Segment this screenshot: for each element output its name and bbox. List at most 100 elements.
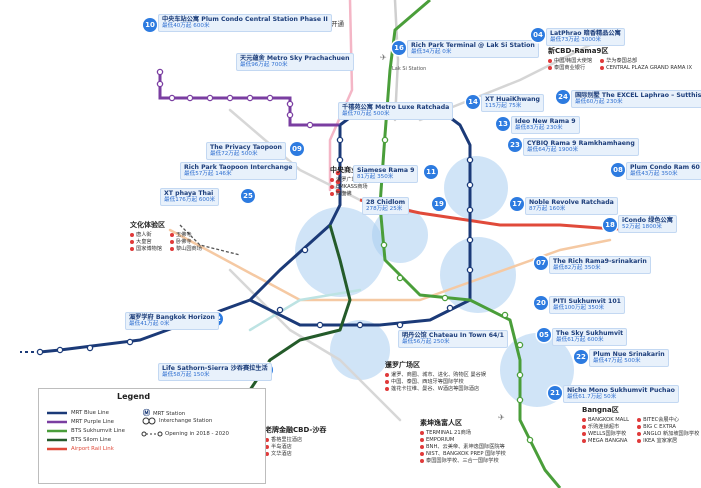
bts-silom-line — [248, 224, 352, 420]
pin-badge-21[interactable]: 21 — [548, 386, 562, 400]
zone-item: 莲花卡拉维、曼谷、W酒店等国际酒店 — [385, 386, 486, 393]
pin-title: Rich Park Terminal @ Lak Si Station — [411, 42, 535, 49]
pin-title: CYBIQ Rama 9 Ramkhamhaeng — [527, 140, 635, 147]
zone-title: 中央商业区 — [330, 166, 365, 174]
pin-badge-13[interactable]: 13 — [496, 117, 510, 131]
zone-item: 玉佛寺 — [170, 232, 202, 239]
airplane-icon: ✈ — [498, 413, 505, 422]
pin-title: XT HuaiKhwang — [485, 96, 540, 103]
station-marker — [466, 181, 474, 189]
station-marker — [516, 396, 524, 404]
zone-item: 大皇宫 — [130, 239, 162, 246]
bts-sukhumvit-line — [378, 0, 562, 488]
pin-badge-19[interactable]: 19 — [432, 197, 446, 211]
zone-item: 国家博物馆 — [130, 246, 162, 253]
pin-title: XT phaya Thai — [164, 190, 214, 197]
pin-title: 湄罗学府 Bangkok Horizon — [129, 314, 215, 321]
zone-expat: 素坤逸富人区 TERMINAL 21商场 EMPORIUM BNH、云美帝、素坤… — [420, 418, 506, 465]
zone-title: 文化体验区 — [130, 221, 165, 229]
purple-line — [158, 70, 340, 127]
pin-subtitle: 最低83万起 230米 — [515, 125, 563, 132]
zone-siam-square: 暹罗广场区 暹罗、商圈、城市、进化、购物区 曼谷娱 中国、泰国、西班牙等国际学校… — [385, 360, 486, 393]
pin-subtitle: 最低100万起 350米 — [553, 305, 605, 312]
future-dot — [157, 431, 163, 437]
orange-line — [168, 228, 612, 302]
pin-subtitle: 最低72万起 500米 — [210, 151, 258, 158]
zone-item: NIST、BANGKOK PREP 国际学校 — [420, 451, 506, 458]
pin-title: 中央车站公寓 Plum Condo Central Station Phase … — [162, 16, 328, 23]
pin-badge-25[interactable]: 25 — [241, 189, 255, 203]
pin-title: Siamese Rama 9 — [357, 167, 415, 174]
legend-item: MRT Purple Line — [71, 419, 114, 425]
pin-label-12[interactable]: Life Sathorn-Sierra 沙吞赛拉生活最低58万起 150米 — [158, 363, 272, 381]
zone-item: 泰国商业银行 — [548, 65, 592, 72]
pin-badge-07[interactable]: 07 — [534, 256, 548, 270]
pin-label-04[interactable]: LatPhrao 暗香精品公寓最低73万起 3000米 — [546, 28, 625, 46]
pin-badge-16[interactable]: 16 — [392, 41, 406, 55]
station-marker — [336, 156, 344, 164]
station-marker — [266, 94, 274, 102]
teal-line — [248, 288, 362, 332]
pin-badge-05[interactable]: 05 — [537, 328, 551, 342]
station-marker — [246, 94, 254, 102]
zone-item: 泰国国际学校、三合一国际学校 — [420, 458, 506, 465]
pin-badge-04[interactable]: 04 — [531, 28, 545, 42]
pin-title: iCondo 绿色公寓 — [622, 217, 673, 224]
zone-title: 新CBD-Rama9区 — [548, 47, 609, 55]
station-marker — [441, 294, 449, 302]
station-marker — [126, 338, 134, 346]
zone-item: BIG C EXTRA — [637, 424, 699, 431]
gray-line — [393, 0, 400, 122]
pin-subtitle: 最低60万起 230米 — [575, 99, 623, 106]
pin-badge-10[interactable]: 10 — [143, 18, 157, 32]
pin-title: Rich Park Taopoon Interchange — [184, 164, 293, 171]
pin-badge-08[interactable]: 08 — [611, 163, 625, 177]
pin-label-10[interactable]: 中央车站公寓 Plum Condo Central Station Phase … — [158, 14, 332, 32]
zone-item: WELLS国际学校 — [582, 431, 629, 438]
zone-cbd: 中央商业区 暹罗广场 EMKASS商场 四面佛 — [330, 165, 368, 198]
pin-label-08[interactable]: Plum Condo Ram 60 Interchange最低43万起 350米 — [626, 162, 701, 180]
station-marker — [316, 321, 324, 329]
pin-title: 28 Chidlom — [366, 199, 406, 206]
station-marker — [286, 100, 294, 108]
catchment-circle — [372, 207, 428, 263]
station-marker — [446, 304, 454, 312]
pin-badge-14[interactable]: 14 — [466, 95, 480, 109]
station-marker — [156, 68, 164, 76]
pin-badge-09[interactable]: 09 — [290, 142, 304, 156]
pin-title: Noble Revolve Ratchada — [529, 199, 614, 206]
pin-badge-17[interactable]: 17 — [510, 197, 524, 211]
pin-badge-24[interactable]: 24 — [556, 90, 570, 104]
zone-item: 香格里拉酒店 — [265, 437, 326, 444]
pin-badge-23[interactable]: 23 — [508, 138, 522, 152]
pin-badge-22[interactable]: 22 — [574, 350, 588, 364]
station-marker — [336, 136, 344, 144]
pin-badge-11[interactable]: 11 — [424, 165, 438, 179]
pin-badge-20[interactable]: 20 — [534, 296, 548, 310]
interchange-icon — [142, 417, 150, 425]
pin-badge-18[interactable]: 18 — [603, 218, 617, 232]
zone-item: 中国/韩国大使馆 — [548, 58, 592, 65]
